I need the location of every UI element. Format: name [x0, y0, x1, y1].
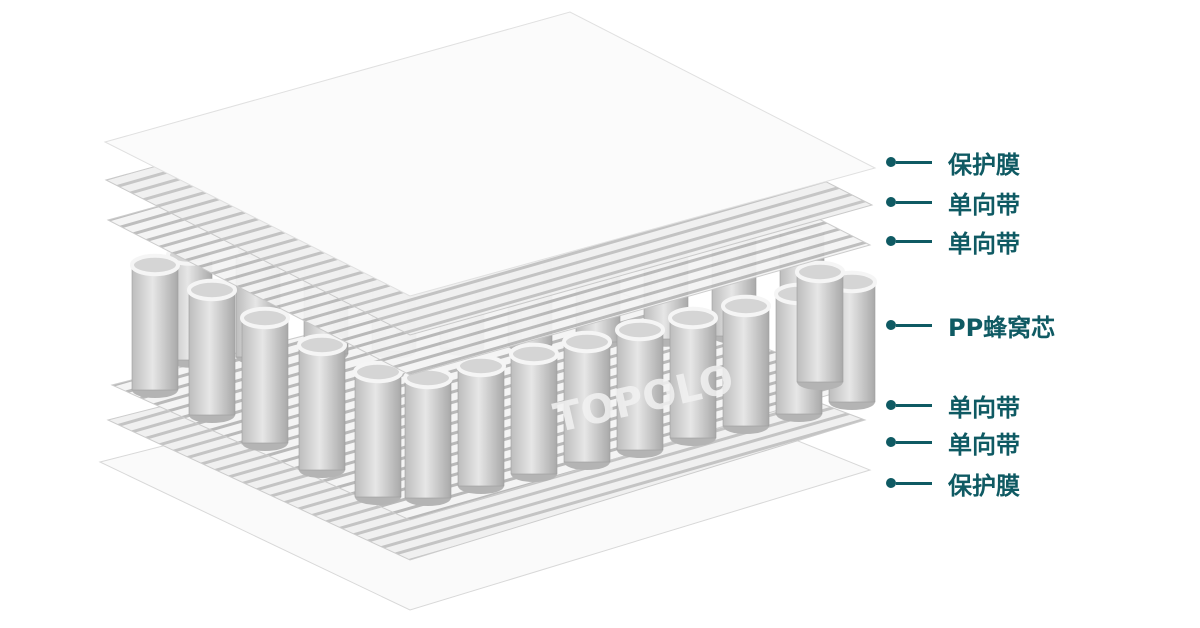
pointer-line: [896, 239, 932, 243]
pointer-dot-icon: [886, 400, 896, 410]
honeycomb-cell: [795, 260, 845, 391]
honeycomb-cell: [130, 253, 180, 399]
pointer-dot-icon: [886, 157, 896, 167]
layer-label-bottom-film: 保护膜: [886, 468, 1020, 500]
pointer-dot-icon: [886, 437, 896, 447]
layer-label-ud-tape-2: 单向带: [886, 226, 1020, 258]
layer-label-ud-tape-3: 单向带: [886, 390, 1020, 422]
pointer-dot-icon: [886, 320, 896, 330]
layer-label-core: PP蜂窝芯: [886, 310, 1056, 342]
layer-label-text: 保护膜: [948, 471, 1020, 500]
honeycomb-cell: [353, 360, 403, 506]
layer-label-ud-tape-4: 单向带: [886, 427, 1020, 459]
honeycomb-cell: [668, 306, 718, 447]
layer-label-text: 单向带: [948, 430, 1020, 459]
honeycomb-cell: [240, 306, 290, 452]
layer-label-text: 单向带: [948, 229, 1020, 258]
layer-label-ud-tape-1: 单向带: [886, 187, 1020, 219]
layer-label-text: 保护膜: [948, 150, 1020, 179]
pointer-line: [896, 160, 932, 164]
pointer-line: [896, 200, 932, 204]
layer-label-text: 单向带: [948, 190, 1020, 219]
honeycomb-cell: [456, 354, 506, 495]
honeycomb-cell: [187, 278, 237, 424]
pointer-line: [896, 403, 932, 407]
layer-label-top-film: 保护膜: [886, 147, 1020, 179]
honeycomb-cell: [509, 342, 559, 483]
pp-honeycomb-core: [130, 217, 877, 507]
honeycomb-cell: [403, 366, 453, 507]
honeycomb-cell: [562, 330, 612, 471]
layer-label-text: PP蜂窝芯: [948, 313, 1056, 342]
honeycomb-cell: [615, 318, 665, 459]
pointer-dot-icon: [886, 478, 896, 488]
pointer-line: [896, 481, 932, 485]
pointer-dot-icon: [886, 197, 896, 207]
honeycomb-cell: [297, 333, 347, 479]
pointer-dot-icon: [886, 236, 896, 246]
honeycomb-cell: [721, 294, 771, 435]
pointer-line: [896, 323, 932, 327]
layer-label-text: 单向带: [948, 393, 1020, 422]
pointer-line: [896, 440, 932, 444]
top-protective-film: [103, 11, 877, 297]
